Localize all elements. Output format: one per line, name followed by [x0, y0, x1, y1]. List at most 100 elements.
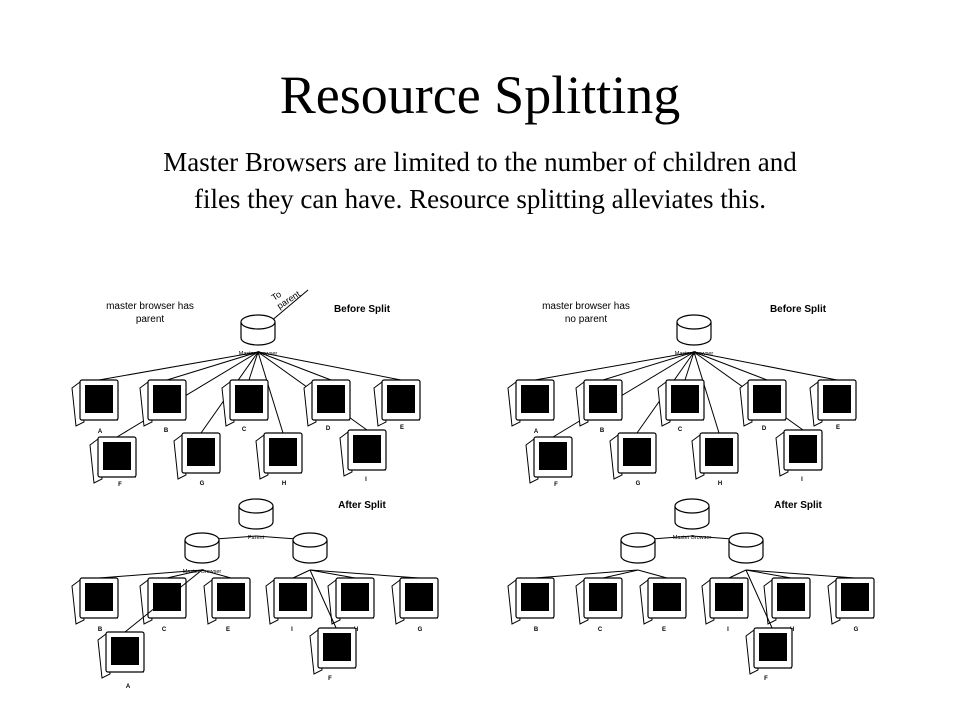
- master-browser-server-icon: [292, 532, 328, 564]
- connection-line: [637, 569, 668, 579]
- computer-icon: [809, 379, 857, 427]
- slide-subtitle: Master Browsers are limited to the numbe…: [163, 147, 797, 214]
- connection-line: [292, 569, 311, 579]
- computer-icon: [575, 379, 623, 427]
- connection-line: [201, 569, 232, 579]
- after-split-heading: After Split: [338, 500, 386, 511]
- connection-line: [684, 351, 695, 381]
- master-browser-server-icon: [184, 532, 220, 564]
- connection-line: [745, 569, 792, 579]
- computer-icon: [339, 429, 387, 477]
- connection-line: [166, 569, 203, 579]
- node-label: C: [162, 627, 167, 633]
- computer-icon: [303, 379, 351, 427]
- connection-line: [552, 351, 695, 438]
- connection-line: [98, 351, 259, 381]
- before-split-heading: Before Split: [334, 304, 391, 315]
- computer-icon: [609, 432, 657, 480]
- node-label: H: [718, 481, 722, 487]
- node-label: I: [365, 477, 367, 483]
- node-label: E: [662, 627, 666, 633]
- master-browser-label: Master Browser: [239, 351, 278, 357]
- node-label: B: [534, 627, 539, 633]
- connection-line: [309, 569, 420, 579]
- to-parent-line: [269, 289, 309, 323]
- master-browser-server-icon: [620, 532, 656, 564]
- node-label: B: [164, 428, 169, 434]
- computer-icon: [507, 379, 555, 427]
- computer-icon: [203, 577, 251, 625]
- node-label: G: [200, 481, 205, 487]
- connection-line: [124, 569, 203, 633]
- computer-icon: [221, 379, 269, 427]
- before-split-heading: Before Split: [770, 304, 827, 315]
- parent-server-icon: [238, 498, 274, 530]
- top-server-label: Master Browser: [673, 535, 712, 541]
- node-label: C: [678, 427, 683, 433]
- computer-icon: [507, 577, 555, 625]
- after-split-heading: After Split: [774, 500, 822, 511]
- caption-line: master browser has: [106, 301, 194, 312]
- computer-icon: [745, 627, 793, 675]
- computer-icon: [139, 379, 187, 427]
- connection-line: [98, 569, 203, 579]
- computer-icon: [575, 577, 623, 625]
- node-label: D: [326, 426, 331, 432]
- node-label: A: [126, 684, 131, 690]
- node-label: F: [764, 676, 768, 682]
- computer-icon: [775, 429, 823, 477]
- caption-line: parent: [136, 314, 165, 325]
- connection-line: [745, 569, 774, 631]
- node-label: D: [762, 426, 767, 432]
- node-label: I: [727, 627, 729, 633]
- node-label: E: [226, 627, 230, 633]
- node-label: H: [282, 481, 286, 487]
- connection-line: [309, 569, 356, 579]
- connection-line: [693, 351, 838, 381]
- computer-icon: [639, 577, 687, 625]
- node-label: I: [291, 627, 293, 633]
- computer-icon: [173, 432, 221, 480]
- node-label: I: [801, 477, 803, 483]
- computer-icon: [309, 627, 357, 675]
- connection-line: [257, 351, 332, 381]
- computer-icon: [739, 379, 787, 427]
- node-label: E: [836, 425, 840, 431]
- node-label: E: [400, 425, 404, 431]
- node-label: B: [98, 627, 103, 633]
- master-browser-label: Master Browser: [675, 351, 714, 357]
- connection-line: [745, 569, 856, 579]
- node-label: C: [242, 427, 247, 433]
- node-label: G: [418, 627, 423, 633]
- computer-icon: [525, 436, 573, 484]
- slide-title: Resource Splitting: [279, 65, 681, 125]
- connection-line: [693, 351, 720, 434]
- computer-icon: [701, 577, 749, 625]
- top-server-label: Parent: [248, 535, 265, 541]
- connection-line: [166, 351, 259, 381]
- connection-line: [728, 569, 747, 579]
- master-browser-server-icon: [240, 314, 276, 346]
- computer-icon: [691, 432, 739, 480]
- computer-icon: [763, 577, 811, 625]
- parent-server-icon: [674, 498, 710, 530]
- computer-icon: [657, 379, 705, 427]
- node-label: G: [854, 627, 859, 633]
- node-label: C: [598, 627, 603, 633]
- connection-line: [602, 569, 639, 579]
- computer-icon: [71, 577, 119, 625]
- arrow-label: To: [270, 289, 283, 303]
- node-label: F: [118, 482, 122, 488]
- connection-line: [602, 351, 695, 381]
- connection-line: [534, 351, 695, 381]
- node-label: F: [554, 482, 558, 488]
- computer-icon: [265, 577, 313, 625]
- computer-icon: [255, 432, 303, 480]
- computer-icon: [827, 577, 875, 625]
- connection-line: [116, 351, 259, 438]
- computer-icon: [97, 631, 145, 679]
- connection-line: [257, 351, 402, 381]
- connection-line: [693, 351, 768, 381]
